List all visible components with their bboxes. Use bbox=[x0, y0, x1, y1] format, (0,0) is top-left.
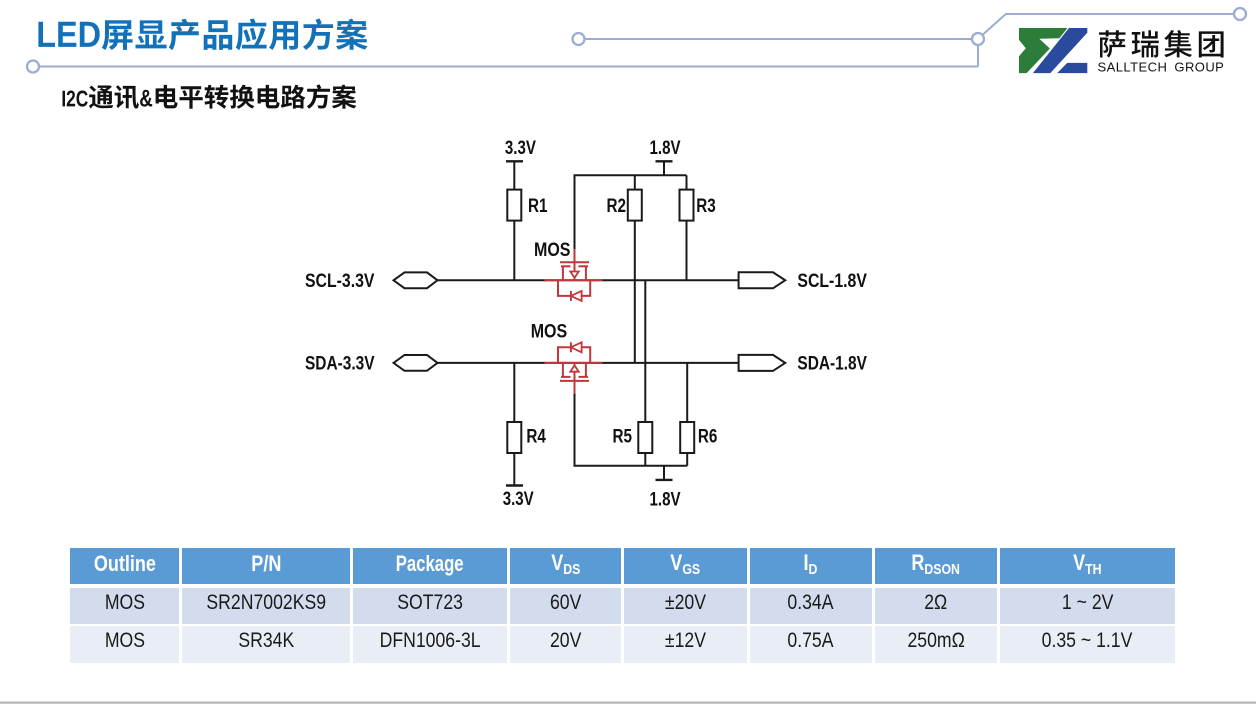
svg-text:R2: R2 bbox=[607, 196, 627, 217]
svg-text:3.3V: 3.3V bbox=[505, 138, 536, 159]
svg-text:SCL-1.8V: SCL-1.8V bbox=[797, 271, 867, 292]
svg-text:R6: R6 bbox=[698, 427, 718, 448]
svg-text:R5: R5 bbox=[613, 427, 633, 448]
svg-text:SCL-3.3V: SCL-3.3V bbox=[305, 271, 375, 292]
svg-text:R4: R4 bbox=[526, 427, 546, 448]
svg-text:SDA-3.3V: SDA-3.3V bbox=[305, 354, 375, 375]
svg-text:3.3V: 3.3V bbox=[503, 489, 534, 510]
svg-text:R1: R1 bbox=[528, 196, 548, 217]
svg-text:MOS: MOS bbox=[534, 240, 571, 261]
svg-text:1.8V: 1.8V bbox=[650, 138, 681, 159]
svg-text:R3: R3 bbox=[696, 196, 716, 217]
svg-text:MOS: MOS bbox=[531, 322, 568, 343]
svg-text:1.8V: 1.8V bbox=[650, 490, 681, 511]
svg-text:SDA-1.8V: SDA-1.8V bbox=[797, 354, 867, 375]
svg-text:SALLTECH GROUP: SALLTECH GROUP bbox=[1098, 59, 1225, 74]
